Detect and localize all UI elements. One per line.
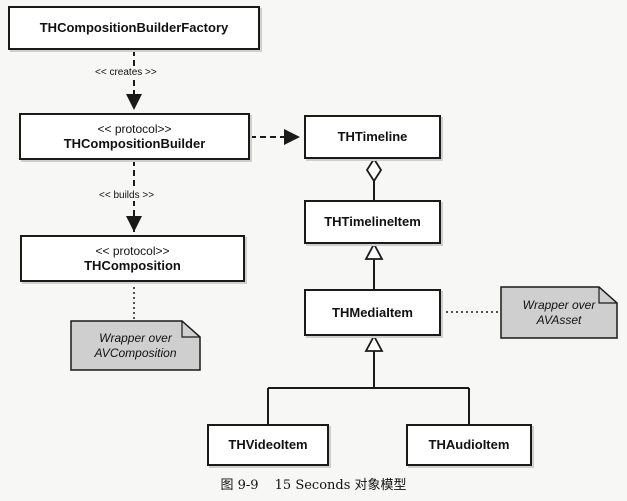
- aggregation-diamond: [365, 157, 383, 183]
- class-name: THCompositionBuilder: [63, 135, 206, 151]
- stereotype-label: << protocol>>: [95, 243, 170, 258]
- class-thtimelineitem: THTimelineItem: [304, 200, 441, 244]
- note-shape: [70, 320, 201, 371]
- class-thcompositionbuilderfactory: THCompositionBuilderFactory: [8, 6, 260, 50]
- note-shape: [500, 286, 618, 339]
- note-wrapper-avasset: Wrapper over AVAsset: [500, 286, 618, 339]
- figure-caption: 图 9-9 15 Seconds 对象模型: [0, 474, 627, 493]
- class-name: THAudioItem: [428, 437, 510, 452]
- class-thmediaitem: THMediaItem: [304, 289, 441, 336]
- class-name: THTimelineItem: [324, 214, 421, 229]
- class-thvideoitem: THVideoItem: [207, 424, 329, 466]
- class-thtimeline: THTimeline: [304, 115, 441, 159]
- class-thcompositionbuilder: << protocol>> THCompositionBuilder: [19, 113, 250, 160]
- class-name: THTimeline: [337, 129, 408, 144]
- class-name: THComposition: [84, 257, 181, 273]
- class-name: THCompositionBuilderFactory: [39, 20, 229, 35]
- note-line: Wrapper over: [522, 297, 596, 312]
- note-line: AVAsset: [536, 312, 582, 327]
- note-line: AVComposition: [94, 345, 177, 360]
- figure-title: 15 Seconds 对象模型: [274, 478, 407, 493]
- stereotype-label: << protocol>>: [97, 121, 172, 136]
- builds-label: << builds >>: [97, 190, 157, 201]
- creates-label: << creates >>: [93, 67, 159, 78]
- class-name: THMediaItem: [332, 304, 413, 320]
- class-name: THVideoItem: [228, 437, 308, 452]
- note-wrapper-avcomposition: Wrapper over AVComposition: [70, 320, 201, 371]
- generalization-triangle-media-item: [364, 334, 384, 352]
- generalization-triangle-timeline-item: [364, 242, 384, 260]
- note-line: Wrapper over: [99, 330, 172, 345]
- class-thaudioitem: THAudioItem: [406, 424, 532, 466]
- figure-number: 图 9-9: [220, 478, 259, 493]
- class-thcomposition: << protocol>> THComposition: [20, 235, 245, 282]
